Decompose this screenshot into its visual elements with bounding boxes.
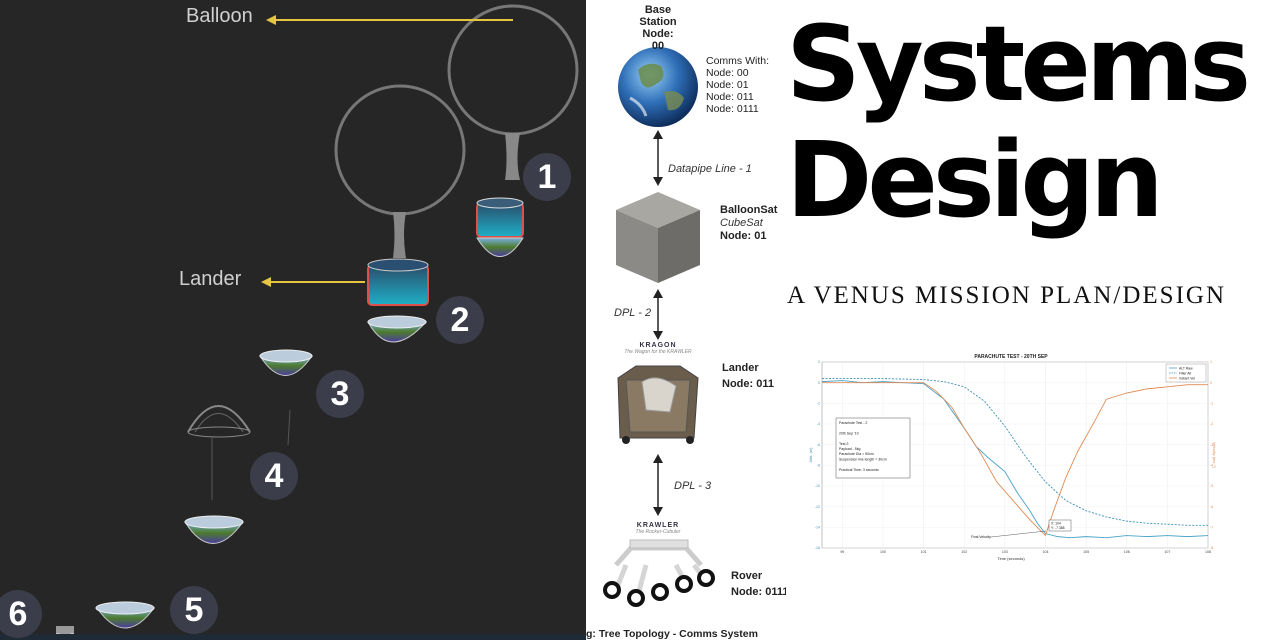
deployment-stages-panel: Balloon Lander 1 2 3 4 5 6 <box>0 0 586 640</box>
final-velocity-label: Final Velocity <box>971 535 991 539</box>
y-tick-right-label: -3 <box>1210 443 1213 447</box>
y-tick-right-label: -2 <box>1210 422 1213 426</box>
y-axis-left-label: Altit. (m) <box>808 447 813 463</box>
balloon-label: Balloon <box>186 5 253 27</box>
x-tick-label: 105 <box>1083 550 1089 554</box>
x-tick-label: 106 <box>1124 550 1130 554</box>
y-axis-right-label: Velocity (ms⁻¹) <box>1212 442 1216 469</box>
annotation-line: Test 2: <box>839 442 849 446</box>
annotation-line: Payload - 5kg <box>839 447 860 451</box>
annotation-line: Parachute Dia = 50cm <box>839 452 874 456</box>
datatip: X: 104 Y: -7.388 <box>1048 519 1072 532</box>
link-1-arrow-icon <box>653 130 663 186</box>
stage-2-lander-icon <box>367 258 429 343</box>
rover-icon <box>603 539 715 607</box>
x-tick-label: 104 <box>1042 550 1048 554</box>
balloon-1-tether-icon <box>505 133 520 180</box>
x-tick-label: 100 <box>880 550 886 554</box>
balloonsat-label: BalloonSat CubeSat Node: 01 <box>720 204 778 242</box>
y-tick-right-label: -8 <box>1210 546 1213 550</box>
legend-item-filter-alt: Filter Alt <box>1179 372 1191 376</box>
lander-icon <box>617 365 699 444</box>
link-2-label: DPL - 2 <box>614 307 652 319</box>
lander-node-label: Lander Node: 011 <box>722 362 774 390</box>
y-tick-left-label: -6 <box>817 443 820 447</box>
y-tick-right-label: -7 <box>1210 526 1213 530</box>
base-station-label: Base Station Node: 00 <box>639 4 677 52</box>
final-velocity-pointer <box>990 530 1047 538</box>
x-axis-label: Time (seconds) <box>997 556 1025 561</box>
y-tick-right-label: 0 <box>1210 381 1212 385</box>
x-tick-label: 101 <box>921 550 927 554</box>
y-tick-left-label: -8 <box>817 464 820 468</box>
link-2-arrow-icon <box>653 289 663 340</box>
topology-caption: g: Tree Topology - Comms System <box>586 628 758 640</box>
y-tick-right-label: 1 <box>1210 360 1212 364</box>
y-tick-left-label: -2 <box>817 402 820 406</box>
kragon-label: KRAGON The Wagon for the KRAWLER <box>624 342 692 355</box>
ground-strip <box>0 634 586 640</box>
stage-3-probe-icon <box>259 349 313 376</box>
annotation-line: Practical Time: 3 seconds <box>839 468 879 472</box>
subtitle: A VENUS MISSION PLAN/DESIGN <box>787 282 1226 309</box>
cubesat-icon <box>616 192 700 283</box>
y-tick-left-label: -4 <box>817 422 820 426</box>
lander-label: Lander <box>179 268 242 290</box>
stage-number-3: 3 <box>316 370 364 418</box>
stage-4-parachute-icon <box>184 405 291 544</box>
x-tick-label: 102 <box>961 550 967 554</box>
balloon-2-icon <box>334 84 466 216</box>
stage-number-4: 4 <box>250 452 298 500</box>
legend-item-alt-raw: ALT Raw <box>1179 367 1193 371</box>
y-tick-right-label: -4 <box>1210 464 1213 468</box>
stage-number-5: 5 <box>170 586 218 634</box>
annotation-line: Suspension line length = 30cm <box>839 457 887 461</box>
krawler-label: KRAWLER The Rocker-Cubuler <box>635 522 681 535</box>
balloon-2-tether-icon <box>393 212 406 258</box>
datatip-y: Y: -7.388 <box>1051 526 1065 530</box>
chart-legend: ALT Raw Filter Alt Instant Vel <box>1165 363 1207 383</box>
x-tick-label: 99 <box>840 550 844 554</box>
stage-number-2: 2 <box>436 296 484 344</box>
y-tick-left-label: -16 <box>815 546 820 550</box>
title-line-1: Systems <box>786 3 1251 125</box>
stage-1-payload-icon <box>476 197 524 257</box>
stage-number-1: 1 <box>523 153 571 201</box>
y-tick-right-label: -5 <box>1210 484 1213 488</box>
legend-item-instant-vel: Instant Vel <box>1179 377 1195 381</box>
y-tick-right-label: -1 <box>1210 402 1213 406</box>
stage-number-6: 6 <box>0 590 42 638</box>
y-tick-left-label: -12 <box>815 505 820 509</box>
title-line-2: Design <box>786 119 1164 241</box>
chart-title: PARACHUTE TEST - 20TH SEP <box>974 354 1048 360</box>
annotation-line: Parachute Test - 2 <box>839 421 867 425</box>
y-tick-left-label: -14 <box>815 526 820 530</box>
x-tick-label: 107 <box>1164 550 1170 554</box>
comms-topology-panel: Base Station Node: 00 Comms With: Node: … <box>586 0 786 640</box>
y-tick-right-label: -6 <box>1210 505 1213 509</box>
comms-with-list: Comms With: Node: 00 Node: 01 Node: 011 … <box>706 55 769 115</box>
y-tick-left-label: -10 <box>815 484 820 488</box>
link-1-label: Datapipe Line - 1 <box>668 163 752 175</box>
datatip-x: X: 104 <box>1051 522 1061 526</box>
deployment-stages-illustration <box>0 4 586 640</box>
link-3-label: DPL - 3 <box>674 480 712 492</box>
topology-graphics <box>603 47 715 607</box>
annotation-line: 20th Sep '19 <box>839 431 859 435</box>
series-line-filter-alt <box>822 378 1208 526</box>
earth-icon <box>618 47 698 127</box>
x-tick-label: 108 <box>1205 550 1211 554</box>
x-tick-label: 103 <box>1002 550 1008 554</box>
rover-node-label: Rover Node: 0111 <box>731 570 786 598</box>
y-tick-left-label: 0 <box>818 381 820 385</box>
balloon-1-icon <box>447 4 579 136</box>
y-tick-left-label: 2 <box>818 360 820 364</box>
link-3-arrow-icon <box>653 454 663 516</box>
stage-5-surface-probe-icon <box>95 601 155 629</box>
